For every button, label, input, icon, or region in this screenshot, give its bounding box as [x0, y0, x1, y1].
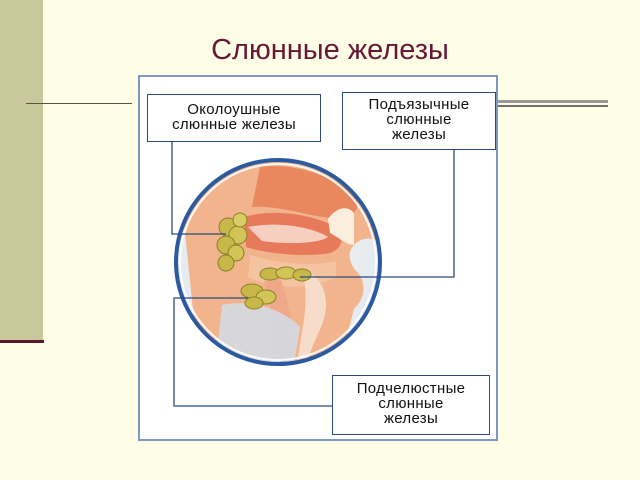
parotid-gland-shape	[216, 212, 248, 272]
left-accent-band	[0, 0, 43, 340]
decorative-rule-left	[26, 103, 132, 104]
slide-title: Слюнные железы	[211, 34, 449, 66]
submandibular-gland-shape	[240, 283, 277, 310]
leader-lines	[171, 139, 455, 407]
decorative-rule-right	[498, 100, 608, 110]
parotid-label-line1: Околоушные	[187, 101, 281, 118]
head-circle-border	[174, 158, 382, 366]
head-section	[176, 160, 380, 364]
anatomy-figure: Околоушные слюнные железы Подъязычные сл…	[138, 75, 498, 441]
left-accent-line	[0, 340, 44, 343]
sublingual-label-line1: Подъязычные	[368, 96, 470, 113]
sublingual-label-line2: слюнные	[386, 111, 452, 128]
sublingual-label-line3: железы	[391, 126, 447, 143]
parotid-leader-line	[171, 139, 226, 235]
submandibular-leader-line	[173, 297, 334, 407]
salivary-glands-diagram	[171, 139, 455, 407]
submandibular-label-line2: слюнные	[378, 395, 444, 412]
submandibular-label-line1: Подчелюстные	[356, 380, 466, 397]
parotid-label-line2: слюнные железы	[172, 116, 296, 133]
sublingual-gland-label: Подъязычные слюнные железы	[342, 92, 496, 150]
sublingual-gland-shape	[259, 266, 312, 282]
submandibular-label-line3: железы	[383, 410, 439, 427]
parotid-gland-label: Околоушные слюнные железы	[147, 94, 321, 142]
sublingual-leader-line	[300, 149, 455, 278]
submandibular-gland-label: Подчелюстные слюнные железы	[332, 375, 490, 435]
